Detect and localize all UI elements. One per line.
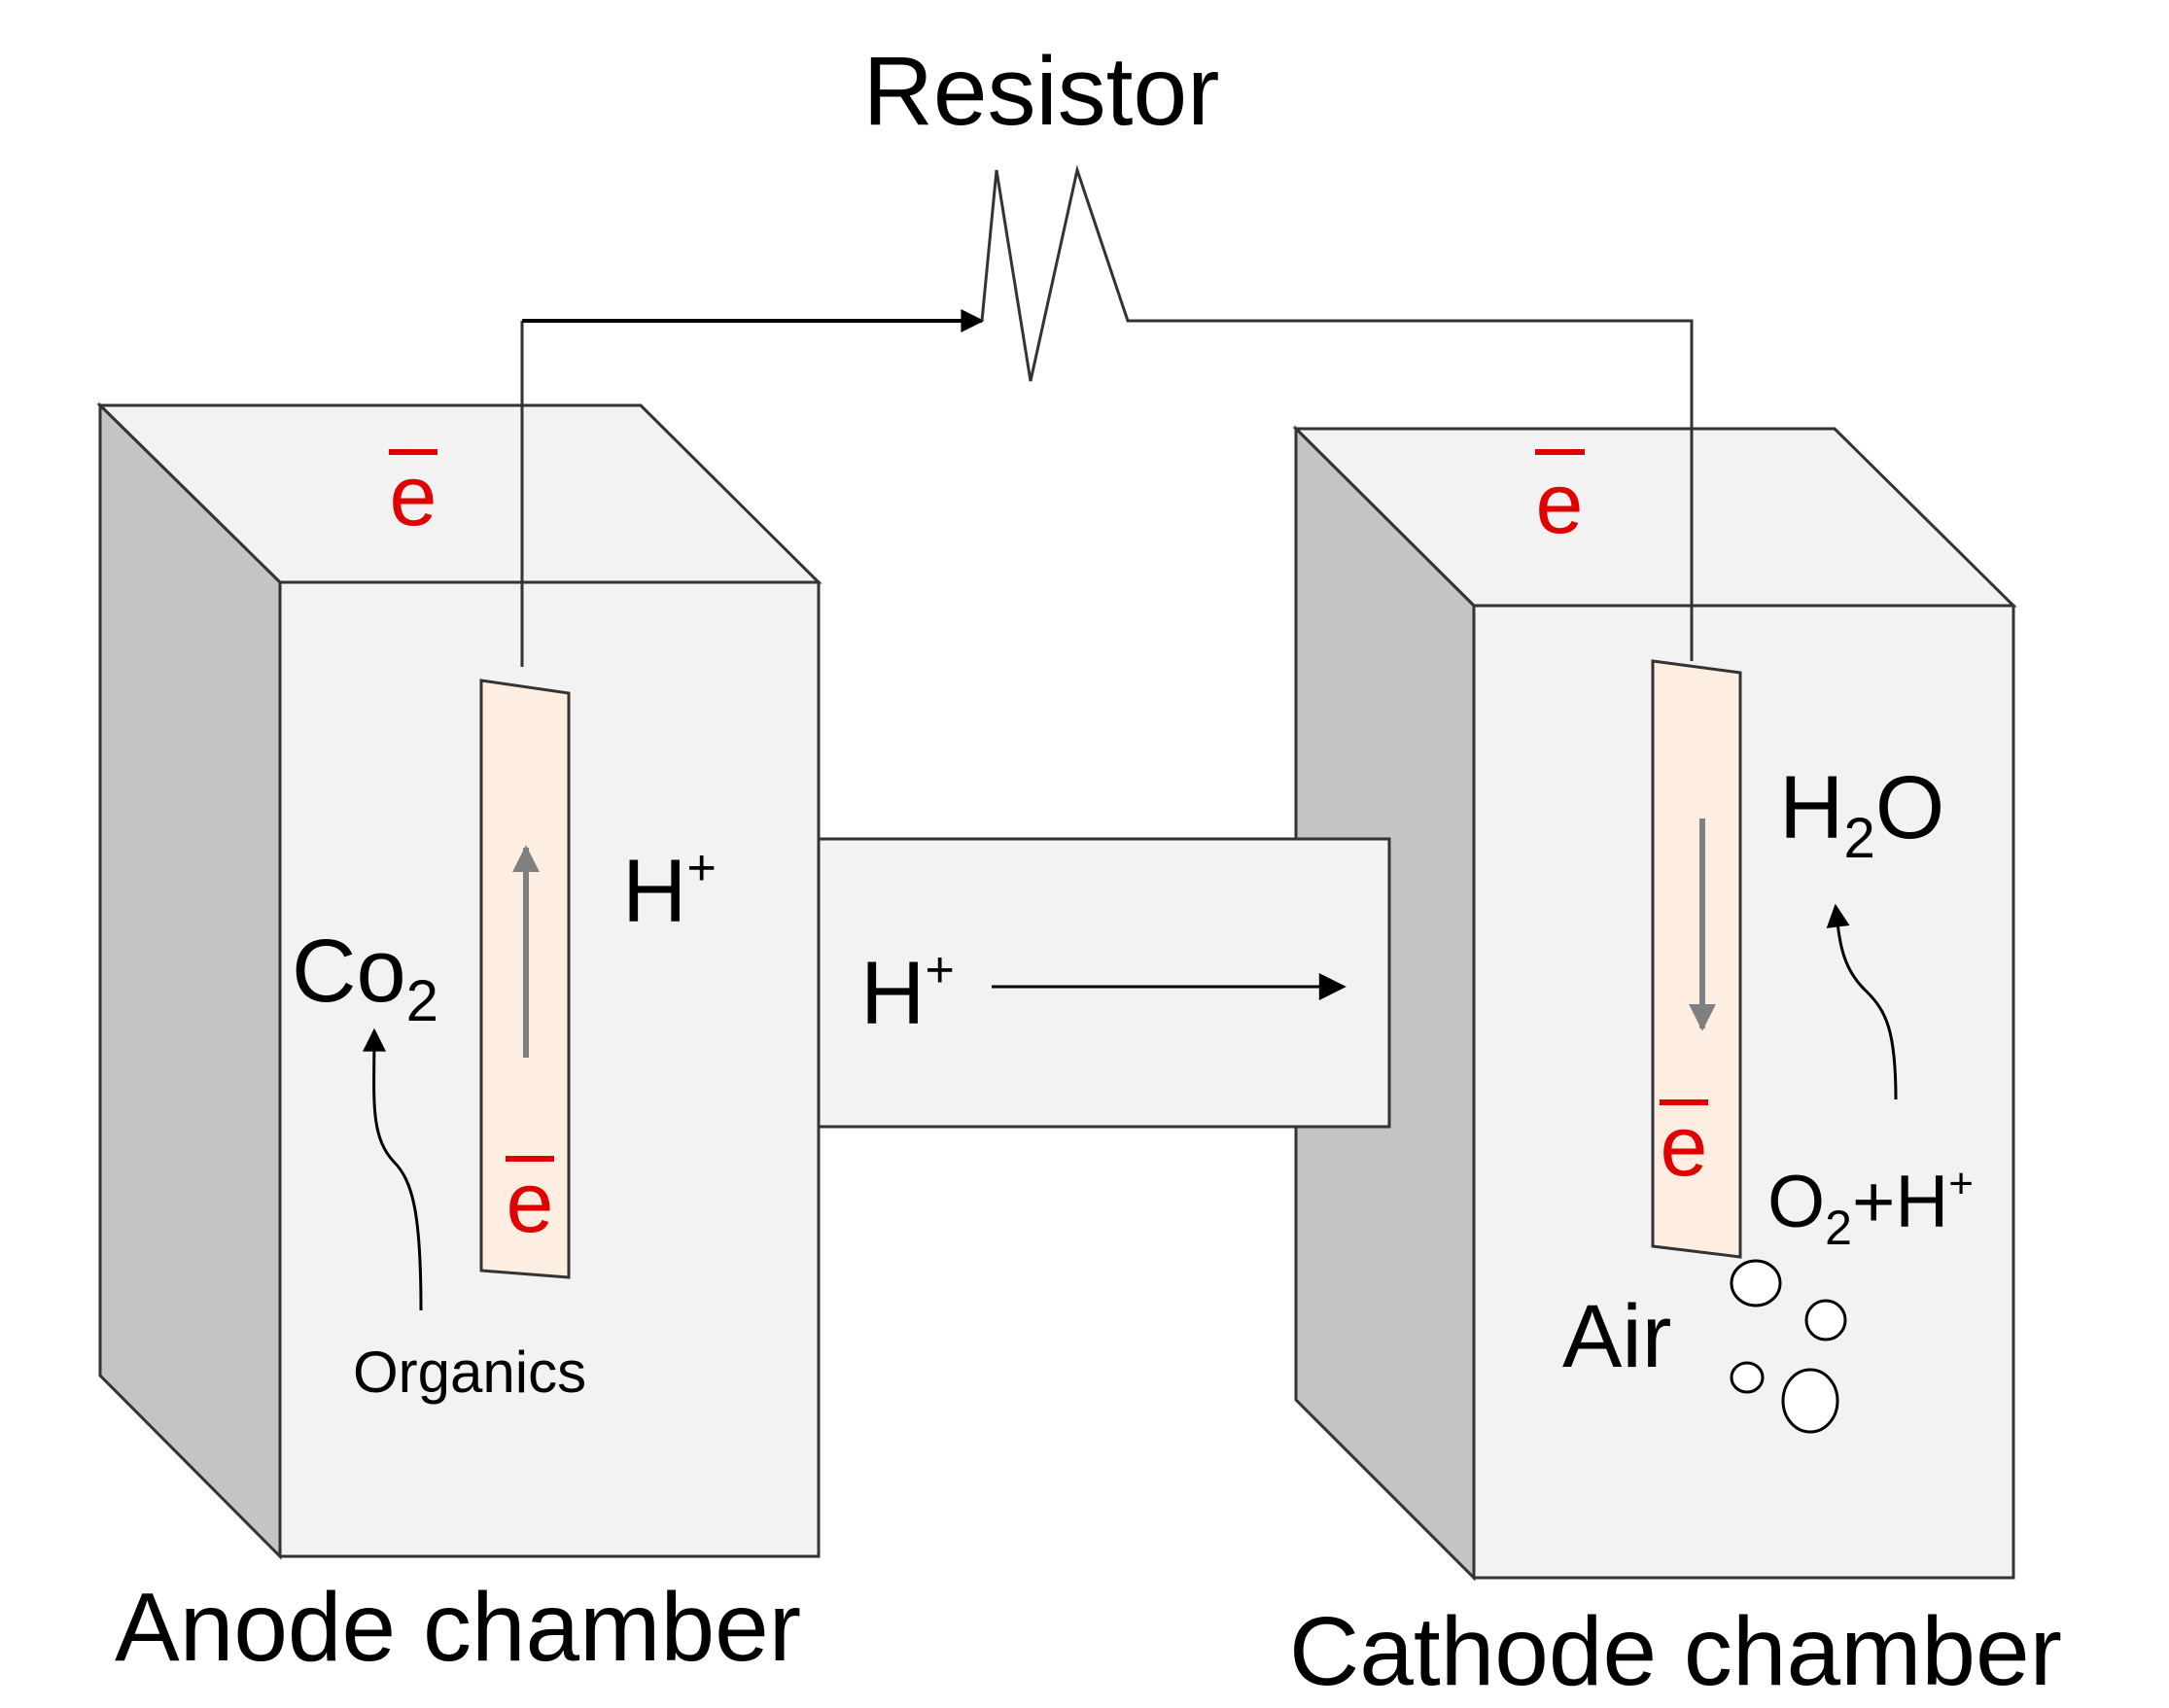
- air-bubble: [1730, 1361, 1765, 1394]
- resistor-symbol: [980, 164, 1694, 661]
- anode-electrode-electron: e: [506, 1154, 554, 1250]
- electron-label: e: [390, 447, 437, 543]
- resistor-label: Resistor: [863, 37, 1220, 146]
- anode-chamber-side: [98, 401, 282, 1560]
- cathode-chamber-front: [1472, 604, 2015, 1580]
- air-bubble: [1730, 1259, 1782, 1307]
- electron-label: e: [1536, 455, 1584, 551]
- air-bubbles: [1730, 1259, 1847, 1434]
- air-bubble: [1804, 1299, 1847, 1342]
- organics-label: Organics: [353, 1340, 586, 1405]
- electron-label: e: [1661, 1098, 1708, 1194]
- air-bubble: [1781, 1368, 1839, 1434]
- external-circuit: [520, 164, 1694, 667]
- o2-to-h2o-arrow: [1826, 903, 1898, 1100]
- anode-proton-label: H+: [622, 840, 717, 941]
- water-label: H2O: [1779, 758, 1944, 870]
- electron-label: e: [507, 1154, 554, 1250]
- bridge-proton-label: H+: [860, 942, 955, 1043]
- anode-top-electron: e: [389, 447, 437, 543]
- organics-to-co2-arrow: [362, 1028, 423, 1311]
- cathode-electrode: [1651, 659, 1742, 1259]
- proton-exchange-bridge: [817, 837, 1391, 1129]
- cathode-chamber-label: Cathode chamber: [1289, 1597, 2062, 1706]
- co2-label: Co2: [292, 922, 438, 1033]
- cathode-electrode-electron: e: [1660, 1098, 1708, 1194]
- cathode-top-electron: e: [1535, 449, 1585, 551]
- air-label: Air: [1562, 1287, 1671, 1386]
- oxygen-proton-label: O2+H+: [1767, 1160, 1974, 1255]
- anode-chamber-label: Anode chamber: [115, 1573, 801, 1682]
